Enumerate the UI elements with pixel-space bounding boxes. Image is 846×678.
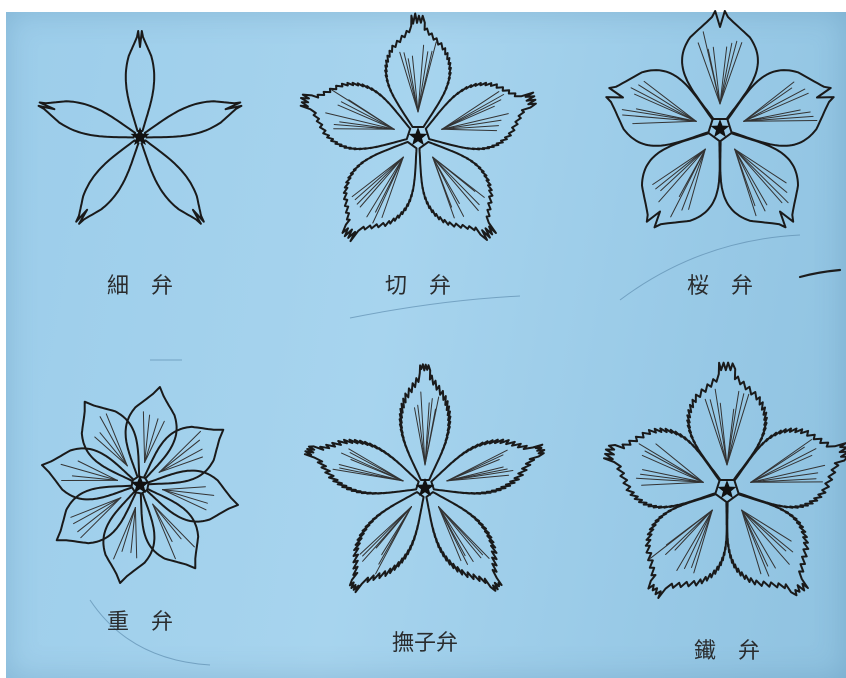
flower-sakuraben (605, 14, 835, 244)
flower-kasaneben (25, 370, 255, 600)
flower-label-fukurinben: 䥫 弁 (597, 633, 846, 665)
flower-cell-fukurinben: 䥫 弁 (597, 375, 846, 665)
flower-label-kiriben: 切 弁 (288, 268, 548, 300)
flower-label-hosoben: 細 弁 (10, 268, 270, 300)
flower-label-sakuraben: 桜 弁 (590, 268, 846, 300)
flower-cell-sakuraben: 桜 弁 (590, 14, 846, 304)
flower-label-kasaneben: 重 弁 (10, 604, 270, 636)
flower-cell-hosoben: 細 弁 (10, 22, 270, 312)
flower-cell-kiriben: 切 弁 (288, 22, 548, 312)
flower-cell-nadeshikoben: 撫子弁 (295, 373, 555, 663)
flower-label-nadeshikoben: 撫子弁 (295, 625, 555, 657)
flower-fukurinben (612, 375, 842, 605)
flower-kiriben (303, 22, 533, 252)
flower-hosoben (25, 22, 255, 252)
flower-nadeshikoben (310, 373, 540, 603)
flower-cell-kasaneben: 重 弁 (10, 370, 270, 660)
